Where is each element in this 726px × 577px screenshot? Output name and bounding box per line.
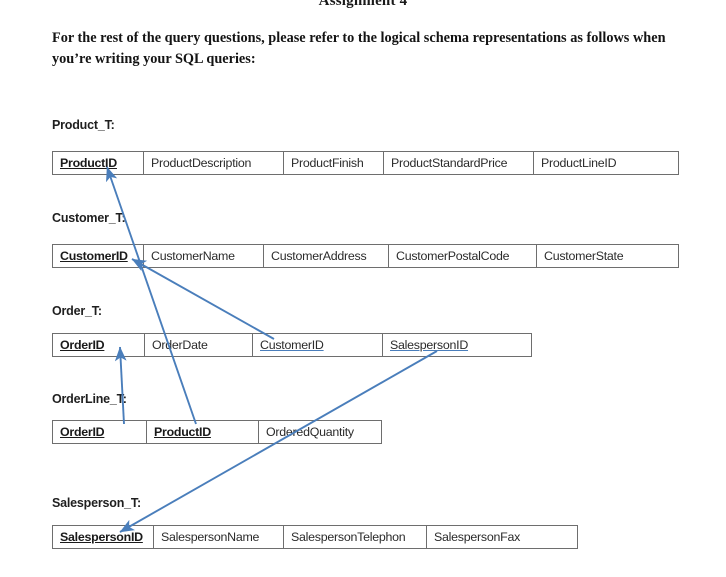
column-header-orderdate: OrderDate bbox=[145, 334, 253, 356]
column-header-salespersonname: SalespersonName bbox=[154, 526, 284, 548]
column-header-customerid: CustomerID bbox=[253, 334, 383, 356]
column-header-customerid: CustomerID bbox=[53, 245, 144, 267]
table-label-orderlinet: OrderLine_T: bbox=[52, 392, 127, 406]
table-label-salespersont: Salesperson_T: bbox=[52, 496, 141, 510]
table-label-ordert: Order_T: bbox=[52, 304, 102, 318]
orderline-orderid-to-order-orderid-arrow bbox=[114, 346, 127, 425]
column-header-orderedquantity: OrderedQuantity bbox=[266, 425, 354, 439]
table-label-customert: Customer_T: bbox=[52, 211, 126, 225]
column-header-customeraddress: CustomerAddress bbox=[264, 245, 389, 267]
column-header-customerstate: CustomerState bbox=[544, 249, 624, 263]
column-header-productstandardprice: ProductStandardPrice bbox=[384, 152, 534, 174]
column-header-productid: ProductID bbox=[147, 421, 259, 443]
column-header-orderid: OrderID bbox=[53, 421, 147, 443]
column-header-productlineid: ProductLineID bbox=[541, 156, 617, 170]
column-header-productfinish: ProductFinish bbox=[284, 152, 384, 174]
column-header-productid: ProductID bbox=[53, 152, 144, 174]
page-title: Assignment 4 bbox=[318, 0, 408, 9]
column-header-salespersonid: SalespersonID bbox=[53, 526, 154, 548]
order-customerid-to-customer-customerid-arrow bbox=[131, 258, 275, 340]
column-header-productdescription: ProductDescription bbox=[144, 152, 284, 174]
orderline-productid-to-product-productid-arrow bbox=[106, 166, 197, 425]
column-header-orderid: OrderID bbox=[53, 334, 145, 356]
column-header-customername: CustomerName bbox=[144, 245, 264, 267]
column-header-salespersonid: SalespersonID bbox=[390, 338, 469, 352]
column-header-salespersonfax: SalespersonFax bbox=[434, 530, 521, 544]
column-header-salespersontelephon: SalespersonTelephon bbox=[284, 526, 427, 548]
table-label-productt: Product_T: bbox=[52, 118, 115, 132]
column-header-customerpostalcode: CustomerPostalCode bbox=[389, 245, 537, 267]
intro-paragraph: For the rest of the query questions, ple… bbox=[52, 30, 666, 67]
